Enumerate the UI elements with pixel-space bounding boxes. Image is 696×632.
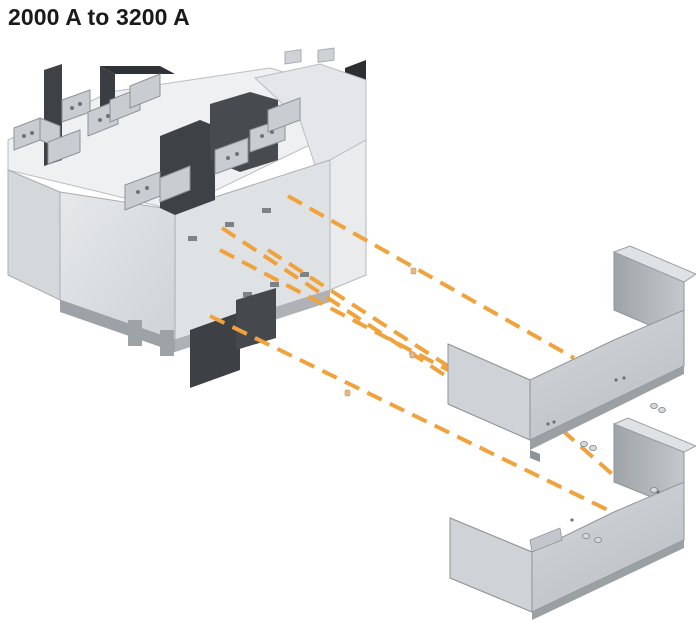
terminal-cover — [449, 417, 696, 620]
page-title: 2000 A to 3200 A — [8, 4, 190, 30]
guide-line — [209, 194, 614, 514]
busbar-terminal — [13, 73, 301, 211]
terminal-cover — [447, 245, 696, 462]
screw — [580, 402, 666, 544]
